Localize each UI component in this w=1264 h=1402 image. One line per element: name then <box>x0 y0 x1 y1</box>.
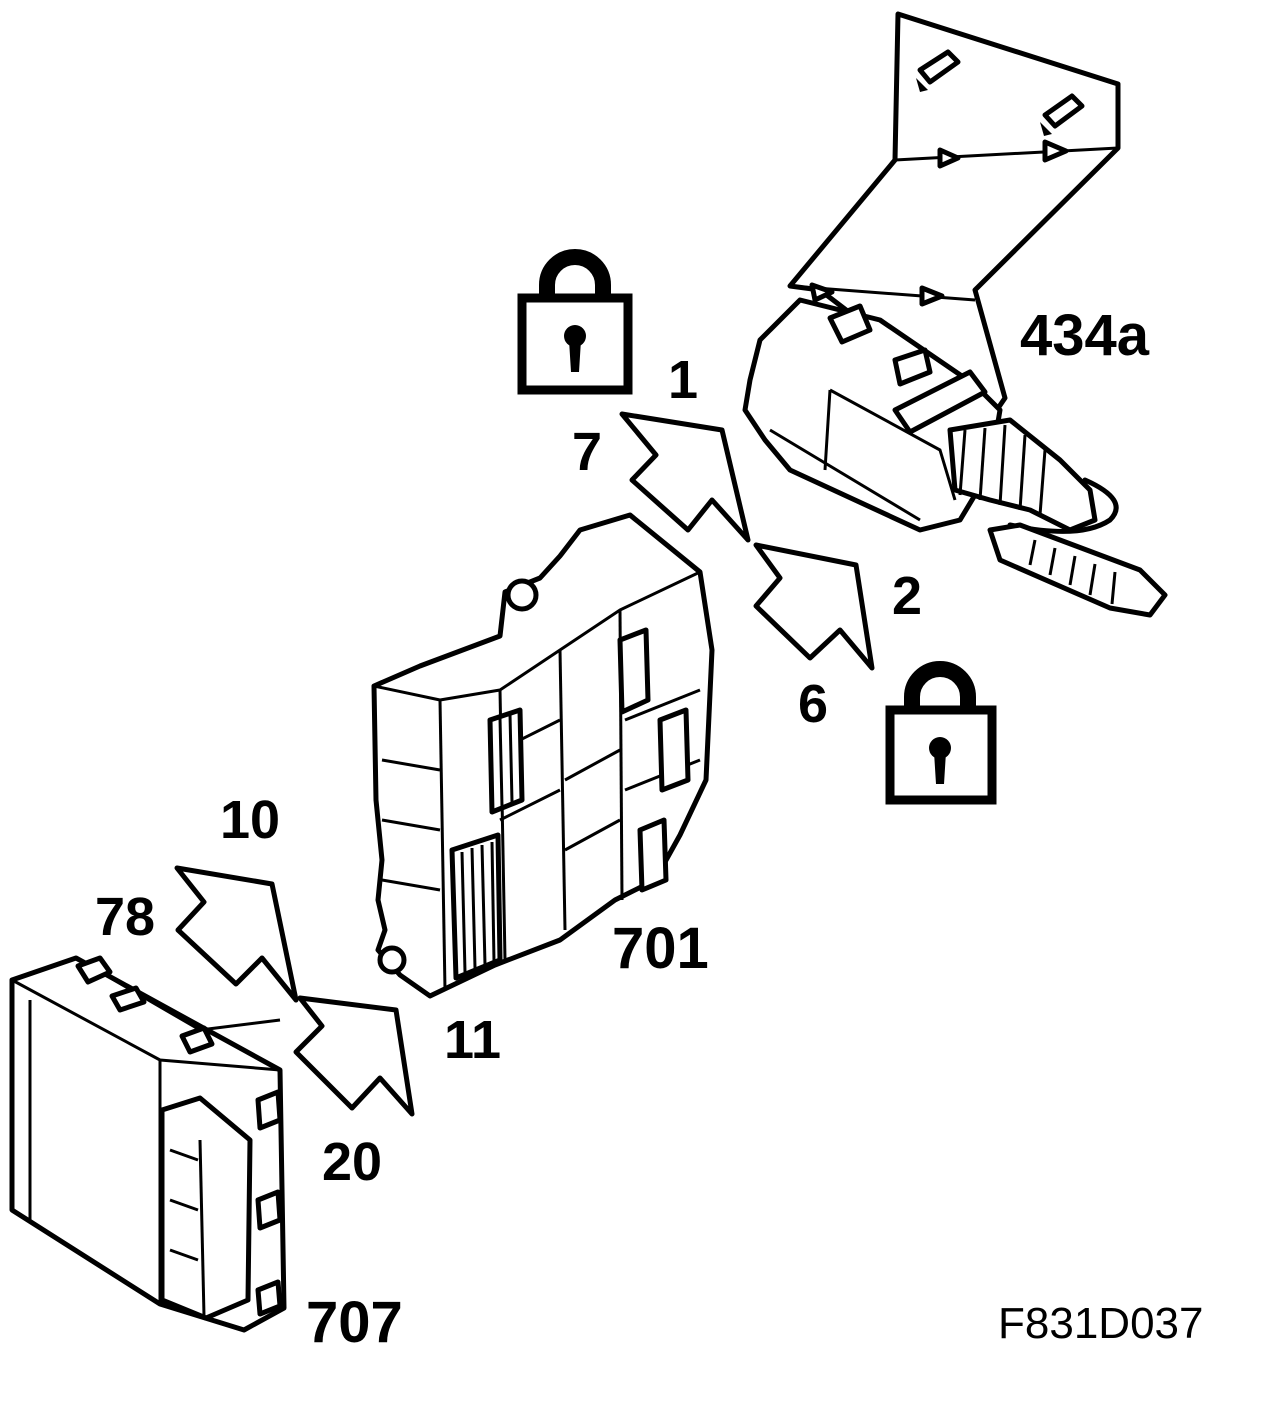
screw-icon <box>916 49 961 92</box>
module-signal-arrow-a <box>174 865 299 1003</box>
unlock-signal-arrow <box>753 542 875 671</box>
central-electronic-unit <box>371 512 715 999</box>
unlock-signal-label-b: 6 <box>798 674 828 734</box>
lock-signal-label-a: 1 <box>668 350 698 410</box>
lock-signal-arrow <box>619 411 751 543</box>
control-module <box>9 955 287 1333</box>
figure-reference: F831D037 <box>998 1299 1203 1348</box>
padlock-locked-icon <box>517 249 633 395</box>
module-signal-arrow-b <box>293 995 415 1117</box>
door-lock-actuator <box>742 11 1168 618</box>
module-signal-label-c: 11 <box>444 1010 501 1070</box>
module-signal-label-b: 78 <box>95 887 155 947</box>
central-unit-label: 701 <box>612 916 709 981</box>
module-signal-label-a: 10 <box>220 790 280 850</box>
module-signal-label-d: 20 <box>322 1132 382 1192</box>
padlock-unlocked-icon <box>885 661 997 805</box>
screw-icon <box>1040 93 1085 136</box>
lock-signal-label-b: 7 <box>572 422 602 482</box>
actuator-label: 434a <box>1020 303 1150 368</box>
unlock-signal-label-a: 2 <box>892 566 922 626</box>
control-module-label: 707 <box>306 1290 403 1355</box>
